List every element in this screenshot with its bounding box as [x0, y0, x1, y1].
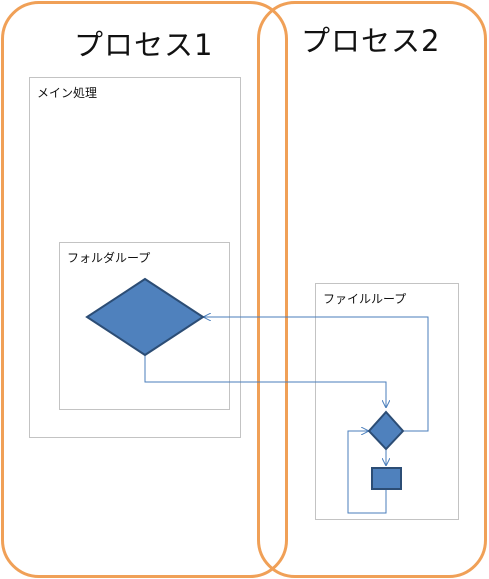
main-process-label: メイン処理: [37, 86, 98, 100]
folder-loop-group: [59, 242, 230, 410]
process-2-title: プロセス2: [301, 24, 441, 58]
folder-loop-label: フォルダループ: [67, 251, 151, 265]
process-1-container: [1, 1, 288, 578]
process-2-container: [257, 1, 487, 578]
connector-process-loop-back: [347, 431, 387, 514]
file-decision-diamond: [367, 410, 405, 451]
process-1-title: プロセス1: [74, 28, 214, 62]
file-process-box: [371, 467, 402, 490]
file-loop-group: [315, 283, 459, 520]
connector-file-loop-back: [204, 317, 429, 432]
file-loop-label: ファイルループ: [323, 292, 407, 306]
main-process-group: [29, 77, 241, 438]
folder-decision-diamond: [85, 277, 205, 357]
connector-folder-to-file: [144, 356, 386, 407]
